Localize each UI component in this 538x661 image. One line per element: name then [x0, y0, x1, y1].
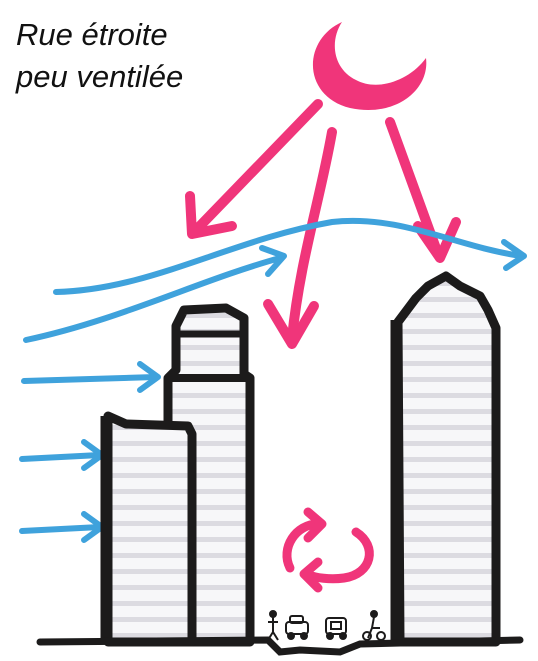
car-icon-2 [326, 618, 346, 639]
pedestrian-icon [268, 611, 278, 640]
cyclist-icon [363, 611, 385, 640]
sun-icon [313, 22, 426, 110]
wind-arrow-bottom [22, 514, 102, 540]
sun-ray-middle-arrow [268, 132, 332, 344]
wind-arrow-third [24, 364, 158, 390]
building-right-tower [396, 276, 496, 644]
car-icon [286, 616, 308, 639]
building-left-front [106, 416, 192, 644]
recirculation-arrow [287, 512, 369, 588]
sun-ray-left-arrow [190, 104, 318, 234]
wind-arrow-fourth [22, 442, 102, 468]
